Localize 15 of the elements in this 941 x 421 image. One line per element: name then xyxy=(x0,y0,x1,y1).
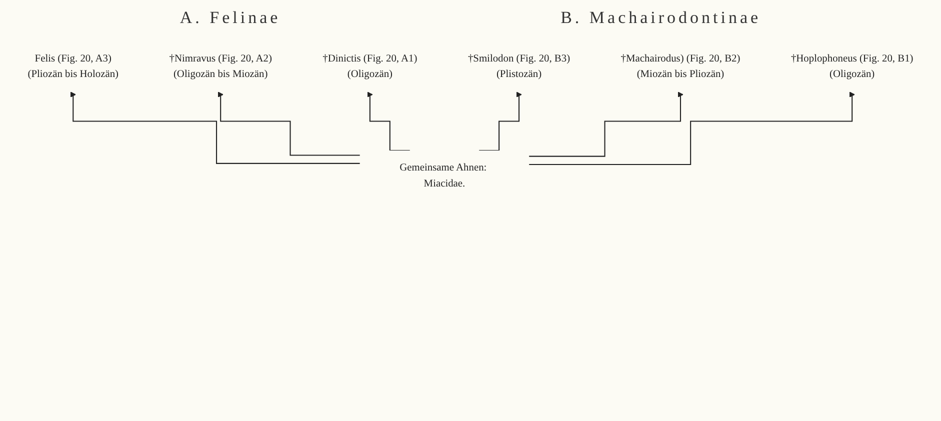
group-heading: A. Felinae xyxy=(180,8,281,29)
arrow xyxy=(479,92,522,152)
node-text: †Machairodus) (Fig. 20, B2) (Miozän bis Pliozän) xyxy=(620,52,740,80)
arrow xyxy=(367,92,410,152)
node-text: Gemeinsame Ahnen: Miacidae. xyxy=(400,162,487,189)
node-text: †Smilodon (Fig. 20, B3) (Plistozän) xyxy=(468,52,570,80)
node-text: Felis (Fig. 20, A3) (Pliozän bis Holozän) xyxy=(28,52,119,80)
arrow xyxy=(529,92,855,166)
arrow xyxy=(70,92,360,164)
node-text: †Hoplophoneus (Fig. 20, B1) (Oligozän) xyxy=(790,52,914,80)
node-text: †Nimravus (Fig. 20, A2) (Oligozän bis Miozän) xyxy=(169,52,272,80)
node-text: †Dinictis (Fig. 20, A1) (Oligozän) xyxy=(322,52,418,80)
arrow xyxy=(218,92,360,156)
arrow xyxy=(529,92,684,157)
group-heading: B. Machairodontinae xyxy=(560,8,762,29)
